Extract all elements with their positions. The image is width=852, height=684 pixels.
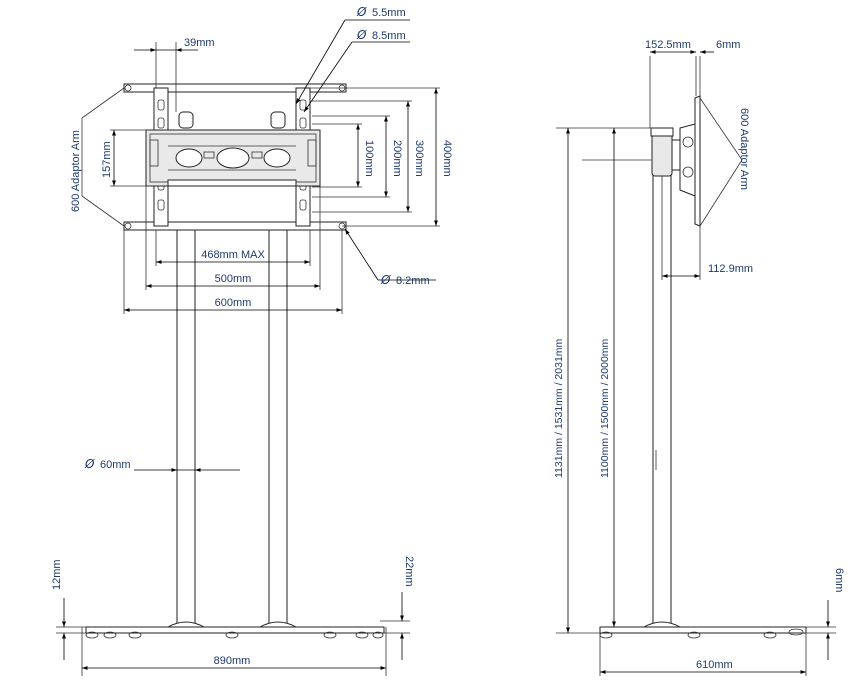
diameter-symbol: Ø xyxy=(356,28,367,42)
side-extension-lines xyxy=(556,56,836,676)
label-12mm: 12mm xyxy=(51,559,63,590)
label-39mm: 39mm xyxy=(184,37,215,49)
label-400mm: 400mm xyxy=(441,140,453,177)
label-157mm: 157mm xyxy=(101,141,113,178)
label-pole-60mm: 60mm xyxy=(100,459,131,471)
label-500mm: 500mm xyxy=(215,273,252,285)
front-poles xyxy=(176,227,288,625)
label-890mm: 890mm xyxy=(214,655,251,667)
label-hole-8-5mm: 8.5mm xyxy=(372,30,406,42)
label-pole-heights: 1100mm / 1500mm / 2000mm xyxy=(599,338,611,478)
side-base xyxy=(599,621,807,639)
side-dimensions xyxy=(566,50,830,674)
label-468mm-max: 468mm MAX xyxy=(201,249,265,261)
label-300mm: 300mm xyxy=(413,140,425,177)
label-100mm: 100mm xyxy=(363,140,375,177)
side-view: 152.5mm 6mm 600 Adaptor Arm 112.9mm 1131… xyxy=(553,39,845,676)
label-hole-5-5mm: 5.5mm xyxy=(372,7,406,19)
diameter-symbol: Ø xyxy=(380,273,391,287)
front-view: 39mm Ø 5.5mm Ø 8.5mm Ø 8.2mm 468mm MAX 5… xyxy=(51,5,453,676)
label-152-5mm: 152.5mm xyxy=(645,39,691,51)
diameter-symbol: Ø xyxy=(356,5,367,19)
diameter-symbol: Ø xyxy=(84,457,95,471)
label-22mm: 22mm xyxy=(403,556,415,587)
label-6mm-base: 6mm xyxy=(833,568,845,592)
label-total-heights: 1131mm / 1531mm / 2031mm xyxy=(553,338,565,478)
front-labels: 39mm Ø 5.5mm Ø 8.5mm Ø 8.2mm 468mm MAX 5… xyxy=(51,5,453,667)
label-adaptor-arm: 600 Adaptor Arm xyxy=(70,130,82,212)
label-600mm: 600mm xyxy=(215,297,252,309)
label-112-9mm: 112.9mm xyxy=(708,263,753,275)
side-labels: 152.5mm 6mm 600 Adaptor Arm 112.9mm 1131… xyxy=(553,39,845,671)
label-side-adaptor-arm: 600 Adaptor Arm xyxy=(738,108,750,190)
label-200mm: 200mm xyxy=(391,140,403,177)
label-6mm-top: 6mm xyxy=(716,39,740,51)
front-dimensions xyxy=(62,19,438,670)
label-610mm: 610mm xyxy=(696,659,733,671)
label-hole-8-2mm: 8.2mm xyxy=(396,275,430,287)
front-base xyxy=(85,621,385,639)
